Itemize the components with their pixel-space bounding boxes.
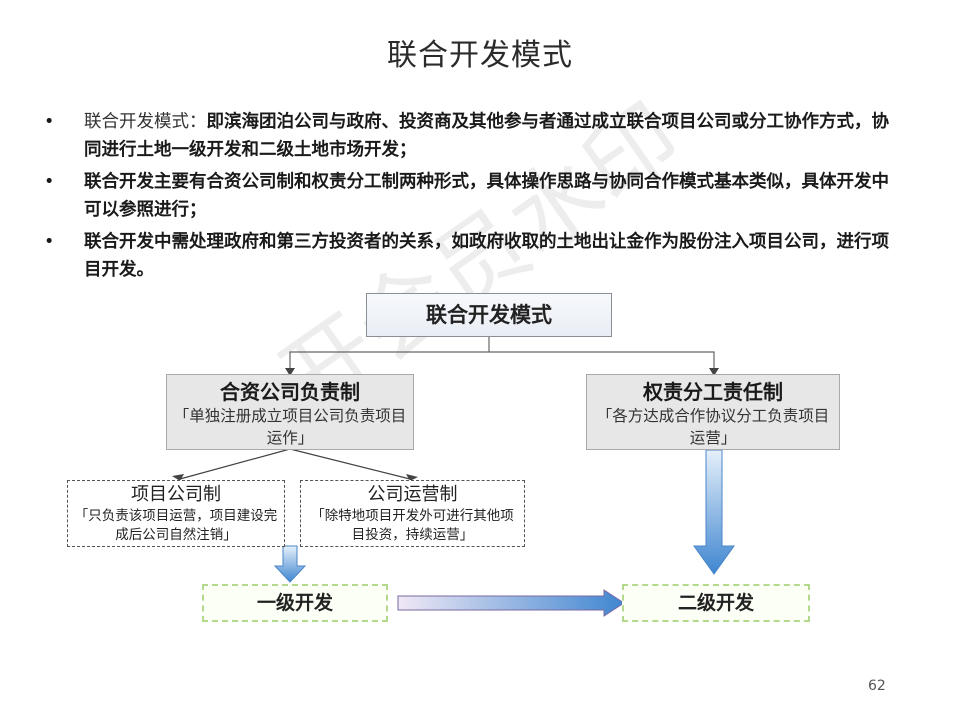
arrowhead-icon — [406, 474, 418, 481]
operating-co-title: 公司运营制 — [367, 484, 458, 505]
arrowhead-icon — [709, 368, 719, 376]
bullet-text: 联合开发主要有合资公司制和权责分工制两种形式，具体操作思路与协同合作模式基本类似… — [84, 172, 889, 220]
bullet-lead: 联合开发模式： — [84, 112, 207, 132]
project-co-desc: 「只负责该项目运营，项目建设完成后公司自然注销」 — [74, 508, 278, 543]
right-arrow-icon — [397, 589, 625, 617]
operating-co-desc: 「除特地项目开发外可进行其他项目投资，持续运营」 — [311, 508, 514, 543]
project-co-box: 项目公司制 「只负责该项目运营，项目建设完成后公司自然注销」 — [67, 480, 285, 547]
bullet-item: • 联合开发模式：即滨海团泊公司与政府、投资商及其他参与者通过成立联合项目公司或… — [44, 108, 894, 164]
page-number: 62 — [868, 678, 886, 694]
bullet-dot-icon: • — [44, 232, 55, 252]
split-mode-title: 权责分工责任制 — [643, 380, 783, 404]
down-arrow-secondary-icon — [693, 449, 735, 575]
split-mode-desc: 「各方达成合作协议分工负责项目运营」 — [596, 407, 830, 447]
down-arrow-primary-icon — [273, 545, 307, 583]
slide-title: 联合开发模式 — [387, 38, 573, 73]
jv-mode-title: 合资公司负责制 — [220, 380, 360, 404]
arrowhead-icon — [285, 368, 295, 376]
secondary-development-box: 二级开发 — [622, 584, 810, 622]
connector-root-modes — [289, 351, 715, 374]
arrowhead-icon — [172, 474, 184, 481]
operating-co-box: 公司运营制 「除特地项目开发外可进行其他项目投资，持续运营」 — [300, 480, 525, 547]
connector-jv-projectco — [179, 448, 291, 480]
jv-mode-box: 合资公司负责制 「单独注册成立项目公司负责项目运作」 — [166, 374, 414, 450]
root-box: 联合开发模式 — [366, 293, 612, 337]
bullet-item: • 联合开发主要有合资公司制和权责分工制两种形式，具体操作思路与协同合作模式基本… — [44, 168, 894, 224]
split-mode-box: 权责分工责任制 「各方达成合作协议分工负责项目运营」 — [586, 374, 840, 450]
bullet-item: • 联合开发中需处理政府和第三方投资者的关系，如政府收取的土地出让金作为股份注入… — [44, 228, 894, 284]
connector-jv-operatingco — [289, 448, 411, 480]
jv-mode-desc: 「单独注册成立项目公司负责项目运作」 — [173, 407, 407, 447]
primary-development-box: 一级开发 — [202, 584, 388, 622]
bullet-text: 联合开发中需处理政府和第三方投资者的关系，如政府收取的土地出让金作为股份注入项目… — [84, 232, 889, 280]
bullet-dot-icon: • — [44, 112, 55, 132]
bullet-dot-icon: • — [44, 172, 55, 192]
project-co-title: 项目公司制 — [131, 484, 221, 505]
bullet-text: 即滨海团泊公司与政府、投资商及其他参与者通过成立联合项目公司或分工协作方式，协同… — [84, 112, 889, 160]
bullet-list: • 联合开发模式：即滨海团泊公司与政府、投资商及其他参与者通过成立联合项目公司或… — [44, 108, 894, 288]
